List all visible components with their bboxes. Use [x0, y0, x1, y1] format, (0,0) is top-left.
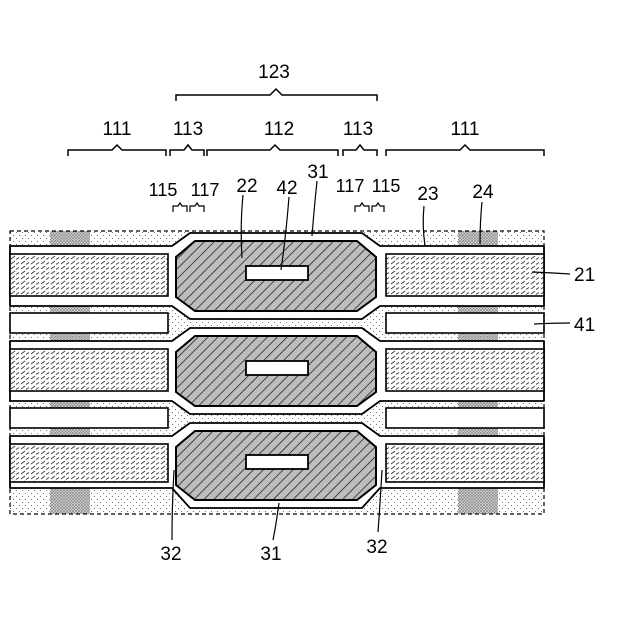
label-111-left: 111 — [103, 119, 132, 140]
label-22: 22 — [236, 176, 257, 197]
label-41: 41 — [574, 315, 595, 336]
label-32-right: 32 — [366, 537, 387, 558]
label-123: 123 — [258, 62, 290, 83]
label-32-left: 32 — [160, 544, 181, 565]
label-21: 21 — [574, 265, 595, 286]
label-42: 42 — [276, 178, 297, 199]
leader-31-top — [312, 181, 317, 236]
label-113-left: 113 — [173, 119, 203, 140]
brace-113-right — [343, 145, 377, 156]
label-112: 112 — [264, 119, 294, 140]
label-115-right: 115 — [372, 176, 401, 196]
brace-111-right — [386, 145, 544, 156]
label-23: 23 — [417, 184, 438, 205]
brace-112 — [207, 145, 338, 156]
label-111-right: 111 — [451, 119, 480, 140]
brace-113-left — [170, 145, 204, 156]
small-brackets — [173, 203, 384, 212]
brace-111-left — [68, 145, 166, 156]
label-117-left: 117 — [191, 180, 220, 200]
label-117-right: 117 — [336, 176, 365, 196]
label-24: 24 — [472, 182, 494, 203]
brace-123 — [176, 89, 377, 101]
label-31-bottom: 31 — [260, 544, 281, 565]
label-31-top: 31 — [307, 162, 328, 183]
label-113-right: 113 — [343, 119, 373, 140]
label-115-left: 115 — [149, 180, 178, 200]
